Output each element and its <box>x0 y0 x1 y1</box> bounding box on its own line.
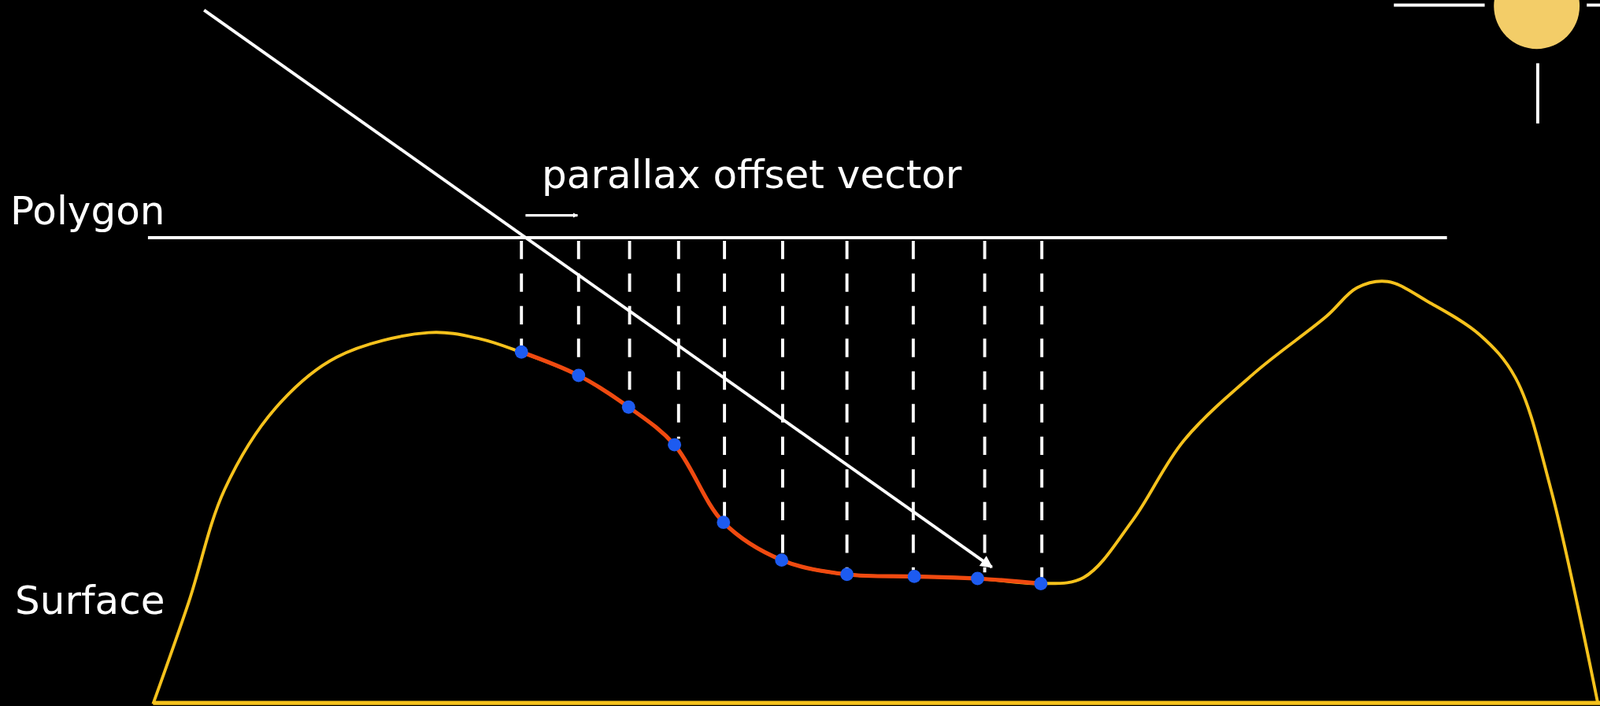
polygon-label: Polygon <box>10 191 165 231</box>
sample-line <box>628 240 632 402</box>
surface-base <box>152 701 1600 706</box>
traced-segment <box>521 351 1041 584</box>
sample-line <box>1040 240 1044 578</box>
sun-ray <box>1393 3 1485 8</box>
sample-line <box>519 240 523 347</box>
sample-line <box>911 240 915 571</box>
view-ray <box>203 10 992 568</box>
polygon-line <box>148 236 1448 240</box>
sample-line <box>983 240 987 573</box>
height-surface <box>152 281 1598 704</box>
sample-point <box>970 572 985 586</box>
sample-points <box>514 345 1048 591</box>
sample-point <box>622 400 636 415</box>
sample-point <box>774 553 789 567</box>
sun <box>1493 0 1580 49</box>
sample-line <box>577 240 581 370</box>
sample-line <box>845 240 849 569</box>
sample-point <box>571 369 586 383</box>
sample-point <box>840 567 854 582</box>
sample-point <box>1033 577 1048 591</box>
offset-arrow <box>525 214 578 217</box>
surface-label: Surface <box>14 581 165 621</box>
sample-point <box>667 438 682 452</box>
sample-point <box>716 515 730 530</box>
sun-ray <box>1586 3 1600 8</box>
offset-label: parallax offset vector <box>541 155 962 195</box>
sun-ray <box>1536 62 1540 123</box>
sample-point <box>514 345 529 360</box>
sample-line <box>677 240 681 439</box>
sample-line <box>781 240 785 555</box>
sample-point <box>907 570 922 584</box>
